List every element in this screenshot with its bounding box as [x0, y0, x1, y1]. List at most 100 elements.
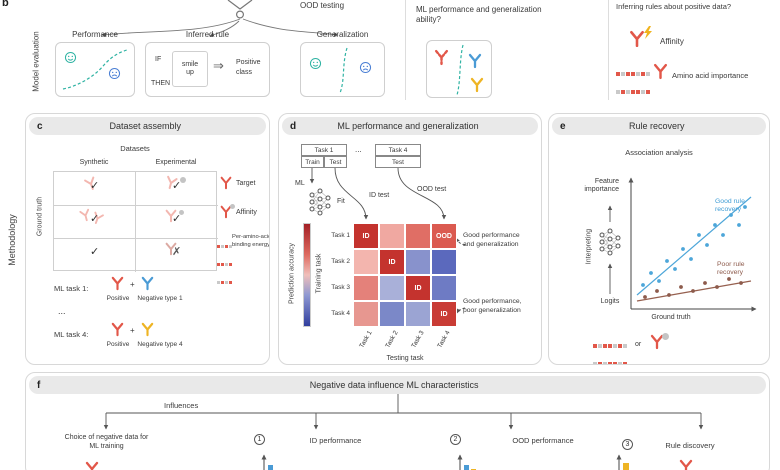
number-2-badge: 2 — [450, 434, 461, 445]
rule-recovery-scatter-plot — [628, 177, 757, 312]
antibody-icon — [111, 276, 124, 291]
heatmap-cell — [353, 301, 379, 327]
panel-c: c Dataset assembly Datasets Synthetic Ex… — [25, 113, 270, 365]
sad-face-icon — [108, 67, 121, 80]
amino-acid-grid-icon — [616, 64, 652, 100]
row-label: Task 2 — [331, 258, 350, 265]
task-dots: ... — [355, 145, 362, 154]
lightning-icon — [644, 26, 652, 39]
panel-d: d ML performance and generalization Task… — [278, 113, 542, 365]
question-rules: Inferring rules about positive data? — [616, 2, 732, 11]
panel-b-divider-2 — [608, 0, 609, 100]
antibody-icon — [167, 175, 178, 190]
antibody-icon — [84, 176, 95, 190]
sad-face-icon — [359, 61, 372, 74]
good-rule-line2: recovery — [715, 206, 742, 213]
check-mark: ✓ — [90, 246, 100, 258]
choice-line1: Choice of negative data for — [64, 434, 149, 441]
prediction-accuracy-colorbar — [303, 223, 311, 327]
cross-mark: ✗ — [172, 246, 182, 258]
ground-truth-axis-label: Ground truth — [651, 314, 691, 321]
antibody-icon — [85, 461, 99, 470]
neural-network-icon — [599, 228, 621, 256]
antibody-icon — [630, 30, 644, 48]
test4-box: Test — [375, 156, 421, 168]
antibody-icon — [94, 211, 104, 225]
ground-truth-table — [53, 171, 218, 272]
rule-discovery-label: Rule discovery — [665, 441, 715, 450]
inferred-rule-box: IF THEN smile up ⇒ Positive class — [145, 42, 270, 97]
positive-label: Positive — [106, 341, 130, 348]
colorbar-label: Prediction accuracy — [288, 242, 296, 305]
rule-result-line1: Positive — [236, 59, 261, 66]
heatmap-cell — [379, 275, 405, 301]
heatmap-cell — [353, 249, 379, 275]
heatmap-cell — [405, 249, 431, 275]
antibody-icon — [650, 334, 664, 350]
legend-binding-line1: Per-amino-acid — [232, 234, 270, 240]
legend-binding-line2: binding energy — [232, 242, 270, 248]
choice-negative-data-label: Choice of negative data for ML training — [44, 433, 169, 451]
question-performance-box — [426, 40, 492, 98]
funnel-icon — [227, 0, 253, 19]
influence-tree-lines — [103, 394, 704, 430]
panel-f-header: f Negative data influence ML characteris… — [29, 376, 766, 394]
or-label: or — [635, 341, 642, 348]
ood-performance-label: OOD performance — [512, 436, 574, 445]
interpreting-label: Interpreting — [585, 228, 593, 265]
antibody-icon — [111, 322, 124, 337]
panel-b-divider-1 — [405, 0, 406, 100]
happy-face-icon — [309, 57, 322, 70]
training-task-axis-label: Training task — [315, 253, 323, 294]
target-blob-icon — [180, 177, 186, 183]
ml-task4-label: ML task 4: — [54, 330, 89, 339]
column-synthetic: Synthetic — [79, 159, 109, 166]
table-hline — [54, 205, 218, 206]
heatmap-cell — [405, 223, 431, 249]
heatmap-cell — [405, 301, 431, 327]
heatmap-cell: ID — [405, 275, 431, 301]
panel-f-title: Negative data influence ML characteristi… — [309, 380, 479, 390]
panel-d-header: d ML performance and generalization — [282, 117, 538, 135]
branch-arrows — [101, 18, 339, 37]
antibody-icon — [434, 49, 449, 66]
implies-arrow-icon: ⇒ — [213, 58, 224, 73]
row-label: Task 4 — [331, 310, 350, 317]
datasets-label: Datasets — [120, 144, 150, 153]
check-mark: ✓ — [172, 180, 182, 192]
positive-label: Positive — [106, 295, 130, 302]
interpret-up-arrow — [607, 205, 613, 222]
panel-e-title: Rule recovery — [629, 121, 685, 131]
amino-acid-grid-icon — [593, 336, 629, 364]
row-label: Task 3 — [331, 284, 350, 291]
fit-label: Fit — [337, 198, 345, 205]
ood-test-label: OOD test — [417, 186, 447, 193]
rule-if-label: IF — [155, 56, 162, 63]
heatmap-cell: ID — [379, 249, 405, 275]
rule-then-label: THEN — [151, 80, 171, 87]
note-poor-line1: Good performance, — [463, 298, 522, 305]
influences-label: Influences — [164, 401, 199, 410]
tasks-ellipsis: ... — [58, 306, 66, 316]
antibody-icon — [165, 209, 177, 223]
affinity-blob-icon — [662, 333, 669, 340]
plus-sign: + — [130, 326, 135, 335]
antibody-icon — [141, 322, 154, 337]
legend-target: Target — [236, 180, 256, 187]
heatmap-cell — [431, 275, 457, 301]
affinity-blob-icon — [179, 210, 184, 215]
note-good-line2: and generalization — [463, 241, 519, 248]
binding-energy-grid-icon — [217, 236, 233, 290]
poor-rule-line2: recovery — [717, 269, 744, 276]
negative1-label: Negative type 1 — [137, 295, 183, 302]
generalization-curve — [339, 47, 348, 94]
number-3-badge: 3 — [622, 439, 633, 450]
rule-result-line2: class — [236, 69, 252, 76]
good-rule-recovery-label: Good rule recovery — [715, 198, 745, 214]
performance-title: Performance — [72, 30, 118, 39]
amino-importance-label: Amino acid importance — [672, 71, 749, 80]
task1-box: Task 1 — [301, 144, 347, 156]
id-performance-label: ID performance — [309, 436, 362, 445]
negative4-label: Negative type 4 — [137, 341, 183, 348]
plus-sign: + — [130, 280, 135, 289]
